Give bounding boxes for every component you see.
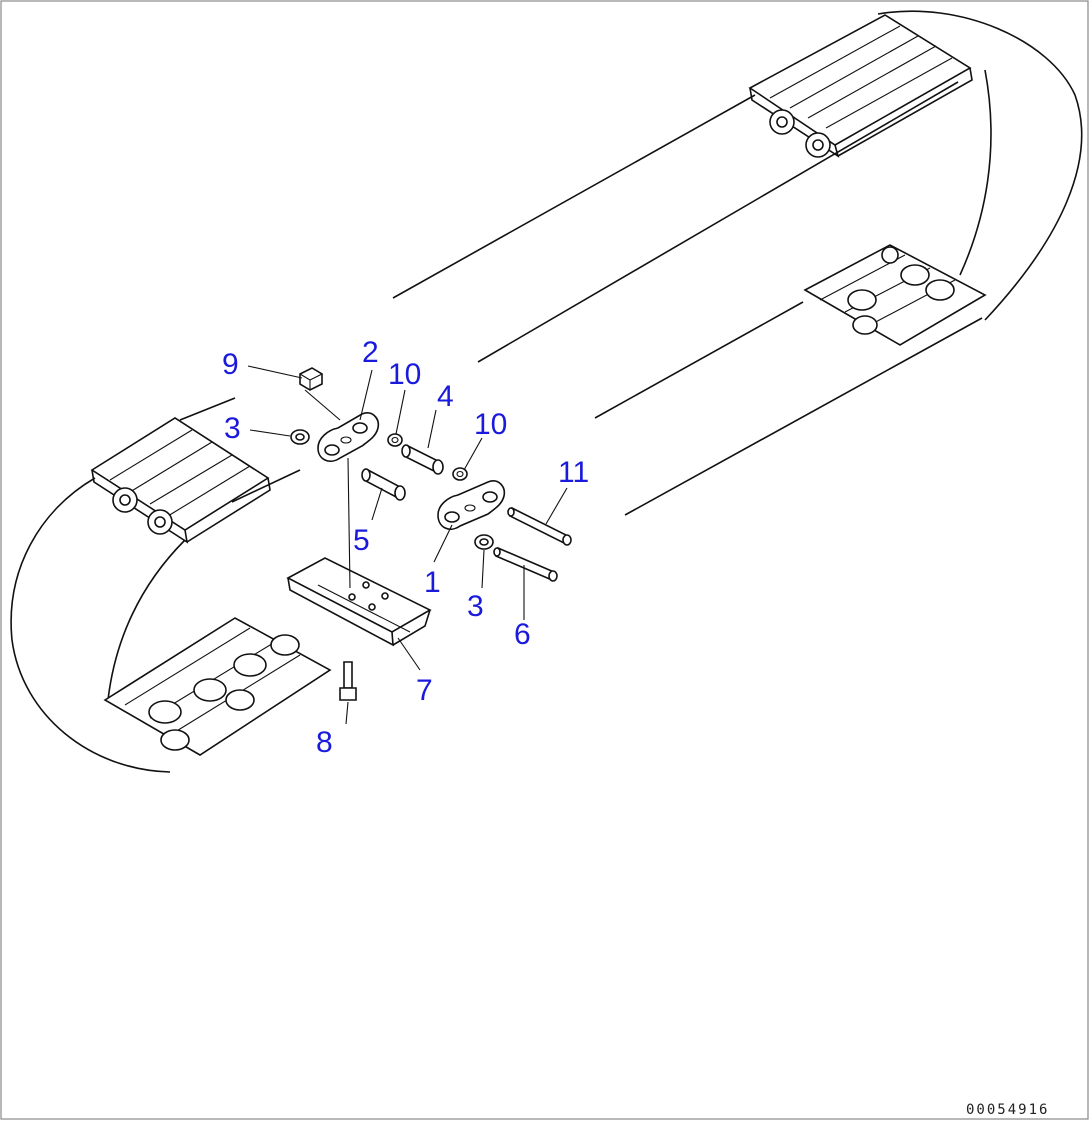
part-link-2 xyxy=(317,412,380,462)
part-seal-10-left xyxy=(387,433,403,447)
callout-3-lower: 3 xyxy=(467,590,484,623)
part-link-1 xyxy=(437,480,506,530)
link-group-left-bottom xyxy=(103,617,332,756)
shoe-group-top-right xyxy=(748,14,973,158)
part-bushing-5 xyxy=(361,468,406,501)
part-washer-3-lower xyxy=(474,534,494,550)
callout-11: 11 xyxy=(558,456,589,489)
callout-4: 4 xyxy=(437,380,454,413)
callout-5: 5 xyxy=(353,524,370,557)
part-washer-3-upper xyxy=(290,429,310,445)
part-bushing-4 xyxy=(401,444,444,475)
part-seal-10-right xyxy=(452,467,468,481)
part-bolt-8 xyxy=(339,661,357,701)
leader-lines xyxy=(247,365,568,725)
callout-2: 2 xyxy=(362,336,379,369)
callout-7: 7 xyxy=(416,674,433,707)
callout-6: 6 xyxy=(514,618,531,651)
drawing-code: 00054916 xyxy=(966,1102,1049,1118)
alignment-line xyxy=(347,457,351,589)
link-group-right xyxy=(803,244,987,346)
track-loop-outline xyxy=(10,10,1083,773)
callout-3-upper: 3 xyxy=(224,412,241,445)
part-shoe-7 xyxy=(286,557,432,647)
part-pin-6 xyxy=(493,546,558,582)
callout-10-left: 10 xyxy=(388,358,421,391)
callout-9: 9 xyxy=(222,348,239,381)
callout-1: 1 xyxy=(424,566,441,599)
callout-10-right: 10 xyxy=(474,408,507,441)
shoe-group-left-top xyxy=(90,417,271,544)
part-pin-11 xyxy=(507,506,572,546)
part-nut-9 xyxy=(299,367,323,391)
callout-8: 8 xyxy=(316,726,333,759)
